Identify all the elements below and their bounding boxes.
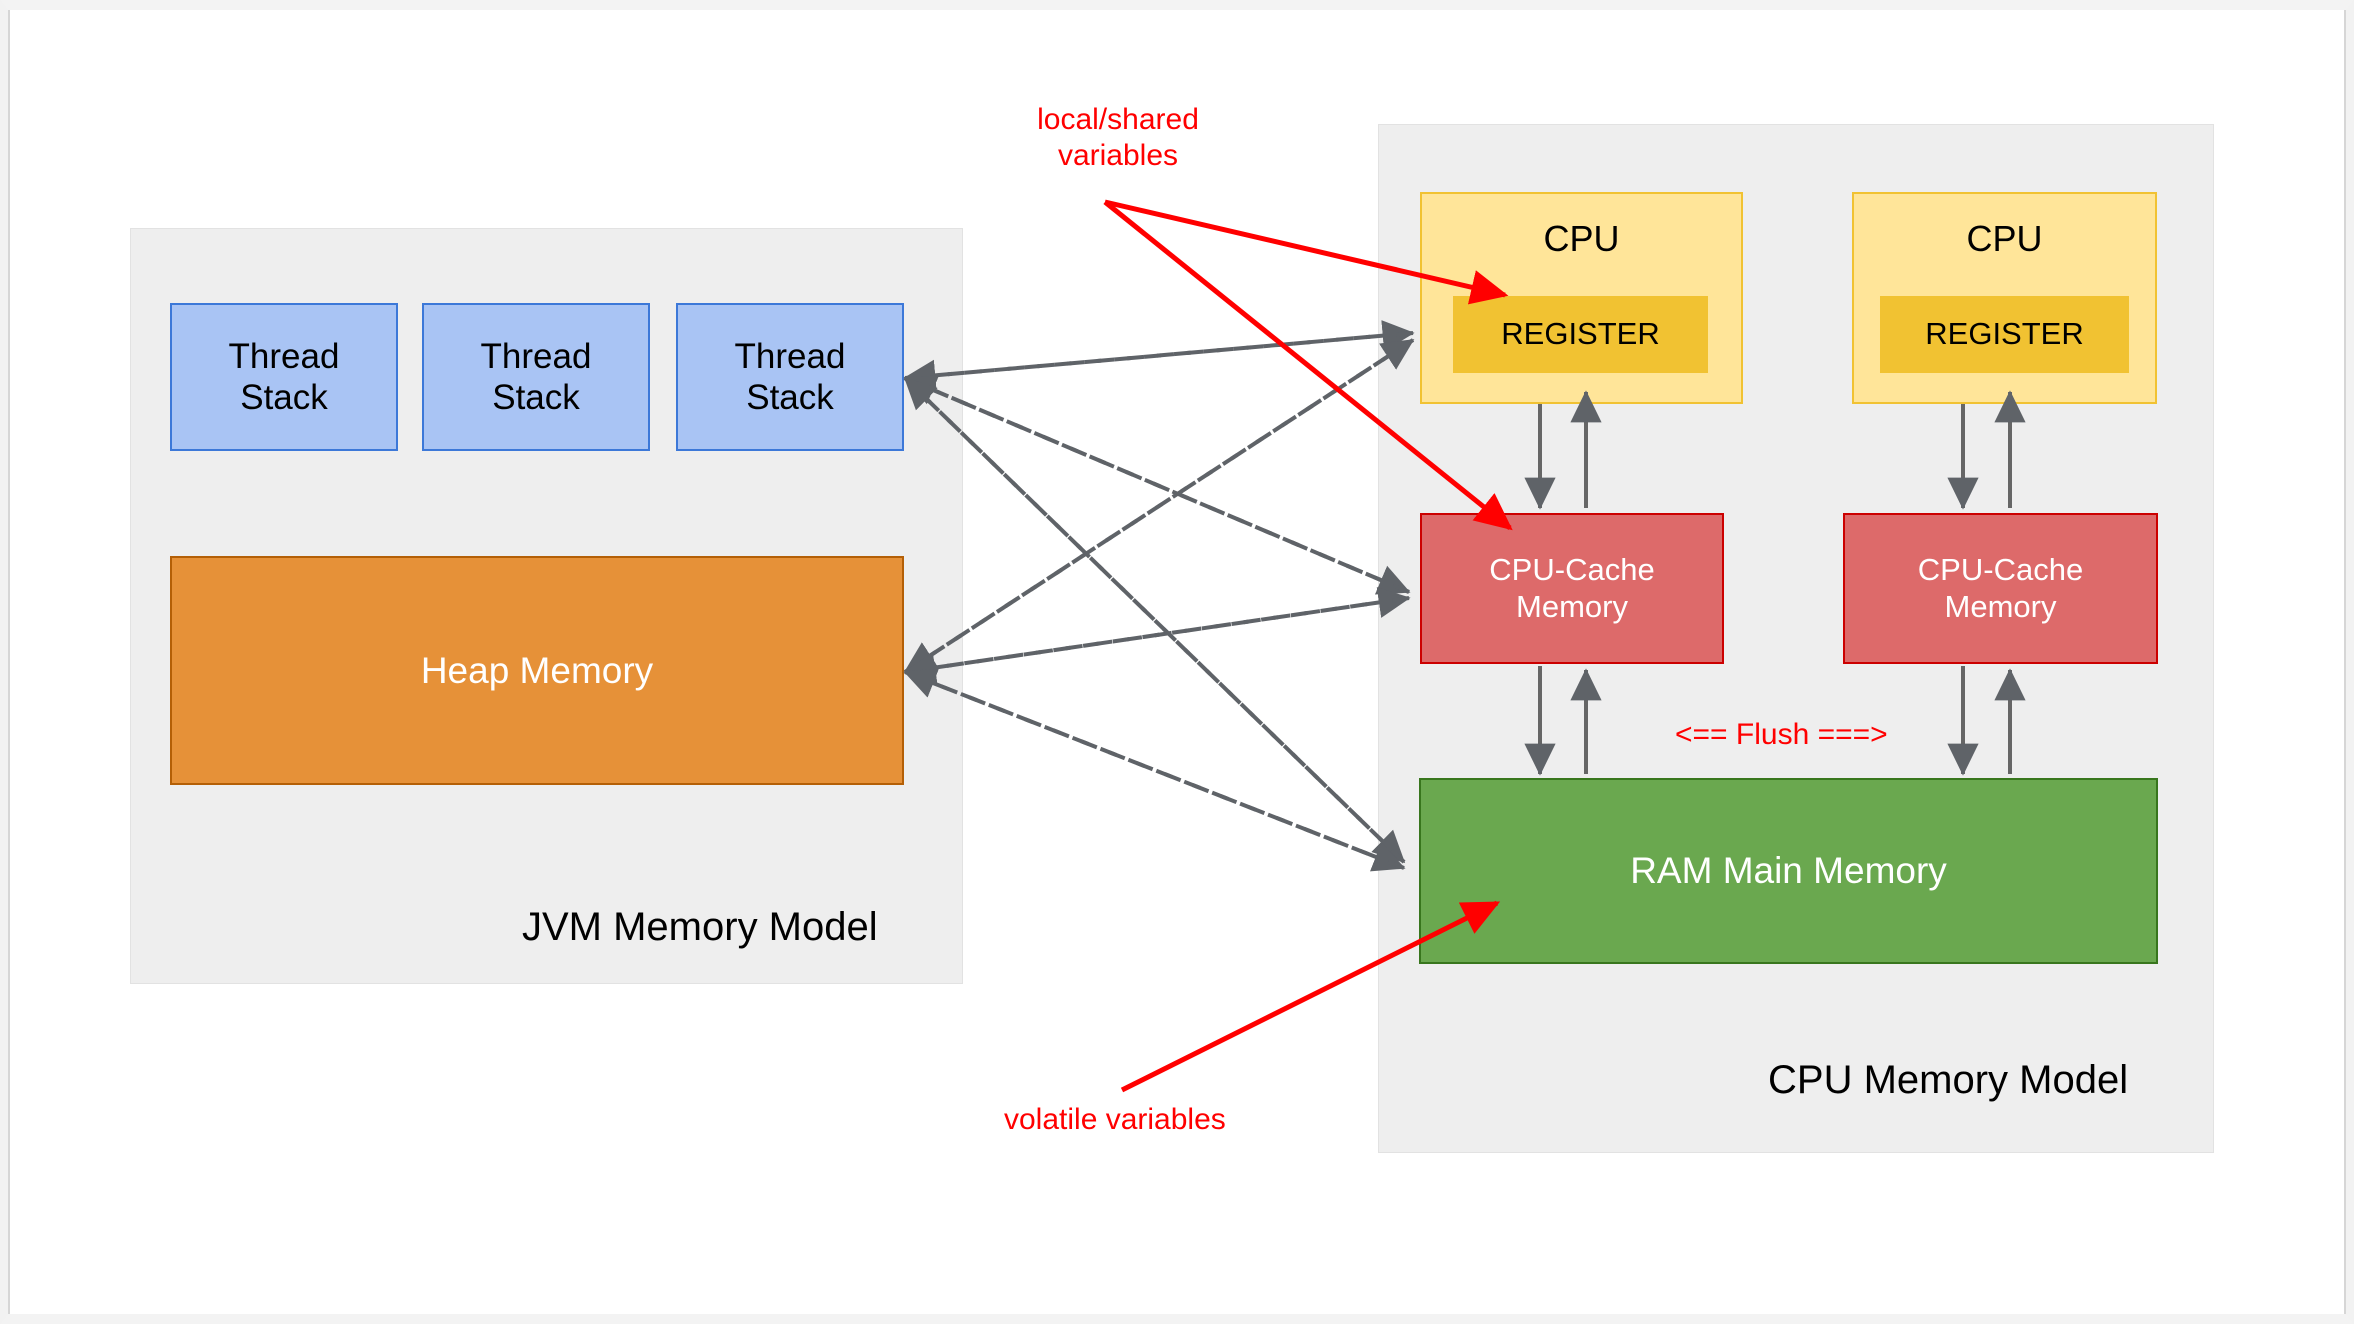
register-box-1[interactable]: REGISTER — [1453, 296, 1708, 373]
ram-main-memory-box[interactable]: RAM Main Memory — [1419, 778, 2158, 964]
flush-label: <== Flush ===> — [1675, 718, 1888, 751]
link-heap-cpucache — [903, 586, 1411, 684]
link-threadstack-ram — [903, 376, 1406, 864]
cpu-memory-model-title: CPU Memory Model — [1768, 1058, 2129, 1102]
link-heap-register — [903, 338, 1415, 674]
link-heap-ram — [903, 668, 1406, 872]
link-threadstack-cpucache — [903, 375, 1411, 595]
link-threadstack-register — [903, 320, 1415, 391]
frame-rule-right — [2344, 10, 2346, 1314]
heap-memory-box[interactable]: Heap Memory — [170, 556, 904, 785]
jvm-memory-model-title: JVM Memory Model — [522, 905, 878, 949]
register-box-2[interactable]: REGISTER — [1880, 296, 2129, 373]
frame-rule-left — [8, 10, 10, 1314]
volatile-variables-annotation: volatile variables — [1004, 1103, 1226, 1136]
